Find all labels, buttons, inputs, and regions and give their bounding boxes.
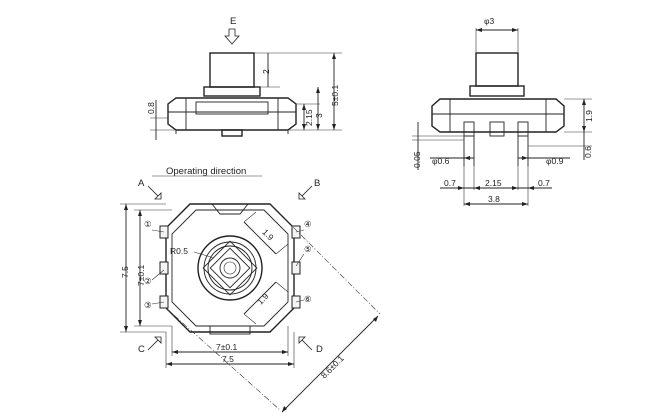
arrow-diag-icon xyxy=(147,336,162,351)
arrow-down-icon xyxy=(224,28,240,45)
direction-label-b: B xyxy=(314,178,320,189)
housing-body xyxy=(431,98,565,133)
dim-2-15: 2.15 xyxy=(304,109,314,126)
arrow-diag-icon xyxy=(298,185,313,200)
dim-0-8: 0.8 xyxy=(146,102,156,114)
knob-outer xyxy=(197,235,263,301)
dim-pitch-mid: 2.15 xyxy=(485,178,502,188)
dim-1-9: 1.9 xyxy=(584,110,594,122)
direction-label-d: D xyxy=(316,344,323,355)
dim-8-6: 8.6±0.1 xyxy=(319,353,346,380)
pin-mid xyxy=(489,121,505,137)
dim-r-0-5: R0.5 xyxy=(170,246,188,256)
bottom-tab xyxy=(221,129,243,137)
stem xyxy=(209,52,255,88)
top-view: Operating direction A B C D R0.5 xyxy=(120,166,381,413)
housing-body xyxy=(167,97,297,131)
housing-outline xyxy=(165,203,295,333)
pin-number: ⑥ xyxy=(304,294,312,304)
collar xyxy=(469,85,525,97)
side-view: E 2 2.15 3 5±0.1 xyxy=(146,16,342,140)
dim-pitch-left: 0.7 xyxy=(444,178,456,188)
dim-7-5-left: 7.5 xyxy=(120,266,130,278)
dim-7-5-bottom: 7.5 xyxy=(222,354,234,364)
pin-right xyxy=(517,121,529,137)
dim-7-left: 7±0.1 xyxy=(136,265,146,286)
direction-label-a: A xyxy=(138,178,145,189)
dim-3: 3 xyxy=(314,113,324,118)
dim-2: 2 xyxy=(261,69,271,74)
top-tab xyxy=(211,203,249,215)
dim-phi-0-9: φ0.9 xyxy=(546,156,564,166)
dim-1-9-bottom: 1.9 xyxy=(255,291,271,307)
dim-0-05: 0.05 xyxy=(412,151,422,168)
dim-phi-3: φ3 xyxy=(484,16,495,26)
dim-5: 5±0.1 xyxy=(330,85,340,106)
dim-pitch-right: 0.7 xyxy=(538,178,550,188)
pin-number: ④ xyxy=(304,219,312,229)
direction-label-e: E xyxy=(230,16,236,27)
dim-width-3-8: 3.8 xyxy=(488,194,500,204)
pin-number: ⑤ xyxy=(304,244,312,254)
knob-square xyxy=(202,240,258,296)
dim-phi-0-6: φ0.6 xyxy=(432,156,450,166)
stem xyxy=(475,52,519,87)
pin-number: ② xyxy=(144,276,152,286)
operating-direction-label: Operating direction xyxy=(166,166,246,177)
direction-label-c: C xyxy=(138,344,145,355)
dim-0-6: 0.6 xyxy=(583,146,593,158)
pin-number: ③ xyxy=(144,300,152,310)
dim-7-bottom: 7±0.1 xyxy=(216,342,237,352)
pin-number: ① xyxy=(144,219,152,229)
arrow-diag-icon xyxy=(147,185,162,200)
front-view: φ3 1.9 0.6 0.05 xyxy=(412,16,594,206)
bottom-tab xyxy=(209,325,251,335)
pin-left xyxy=(463,121,475,137)
arrow-diag-icon xyxy=(298,336,313,351)
collar xyxy=(203,86,261,97)
